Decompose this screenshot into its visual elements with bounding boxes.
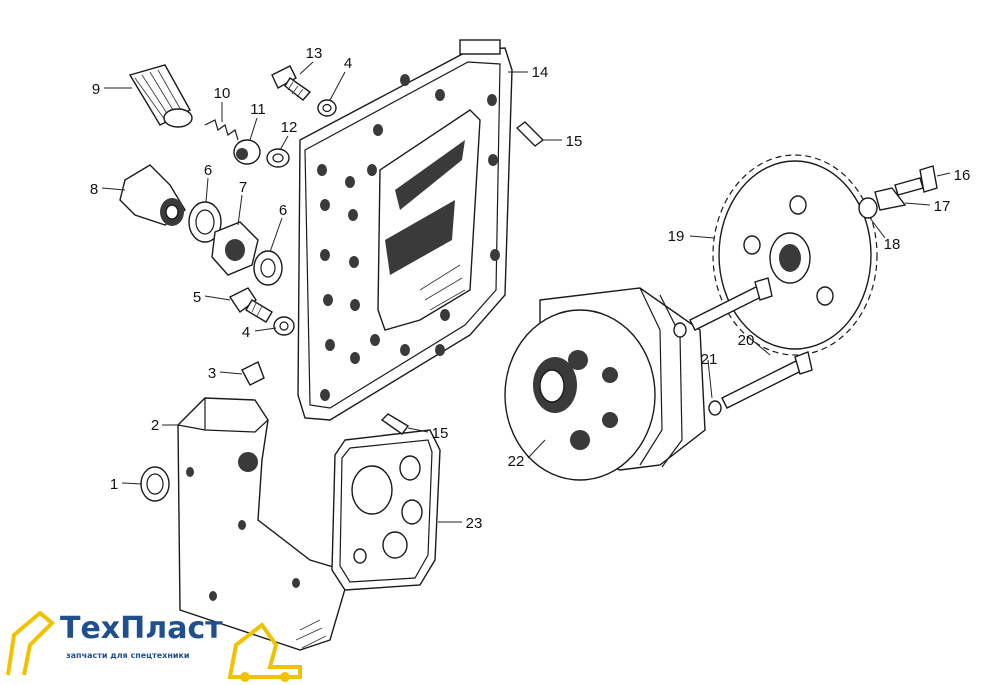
part-10-spring [204,119,239,141]
callout-22: 22 [508,453,525,470]
part-21-washer-lower [708,400,722,416]
brand-logo: ТехПласт запчасти для спецтехники [0,605,310,685]
callout-6-upper: 6 [204,162,212,179]
callout-20: 20 [738,332,755,349]
part-3-plug [241,361,265,386]
brand-tagline: запчасти для спецтехники [66,651,190,660]
callout-11: 11 [250,101,266,118]
part-14-housing-plate [297,39,513,421]
part-6-washer-b [253,250,283,286]
part-13-bolt [271,65,312,101]
callout-5: 5 [193,289,201,306]
part-16-bolt [894,165,938,196]
callout-2: 2 [151,417,159,434]
excavator-icon [6,610,302,682]
callout-23: 23 [466,515,483,532]
callout-13: 13 [306,45,323,62]
part-15-dowel-top [515,121,545,147]
part-22-pump-body [504,287,706,481]
callout-18: 18 [884,236,901,253]
callout-labels: 1 2 3 4 4 5 6 6 7 8 9 10 11 12 13 14 15 … [90,45,971,532]
callout-10: 10 [214,85,231,102]
callout-9: 9 [92,81,100,98]
part-4-washer-bottom [273,316,295,336]
callout-15-top: 15 [566,133,583,150]
part-7-hex-nut [211,221,259,276]
part-19-gear [712,154,878,356]
part-5-bolt [228,287,273,323]
part-20-bolt-lower [721,351,813,409]
part-12-ring [266,148,290,168]
part-15-dowel-bottom [380,413,410,435]
callout-7: 7 [239,179,247,196]
callout-6-lower: 6 [279,202,287,219]
brand-name: ТехПласт [60,611,223,646]
callout-4-bottom: 4 [242,324,250,341]
callout-8: 8 [90,181,98,198]
callout-21: 21 [701,351,718,368]
part-21-washer-upper [673,322,687,338]
part-4-washer-top [317,99,337,117]
callout-14: 14 [532,64,549,81]
part-18-washer [858,197,878,219]
part-2-bracket [177,397,351,651]
part-20-bolt-upper [689,277,773,331]
part-11-valve [233,139,261,165]
callout-15-bottom: 15 [432,425,449,442]
part-1-seal-ring [140,466,170,502]
part-6-washer-a [188,201,222,243]
callout-1: 1 [110,476,118,493]
leader-lines [101,61,951,523]
callout-19: 19 [668,228,685,245]
part-9-spring-housing [128,64,193,128]
callout-12: 12 [281,119,298,136]
callout-16: 16 [954,167,971,184]
callout-17: 17 [934,198,951,215]
callout-4-top: 4 [344,55,352,72]
part-17-lock-plate [874,187,907,211]
part-8-union-nut [119,164,186,226]
callout-3: 3 [208,365,216,382]
part-23-gasket [331,429,441,591]
